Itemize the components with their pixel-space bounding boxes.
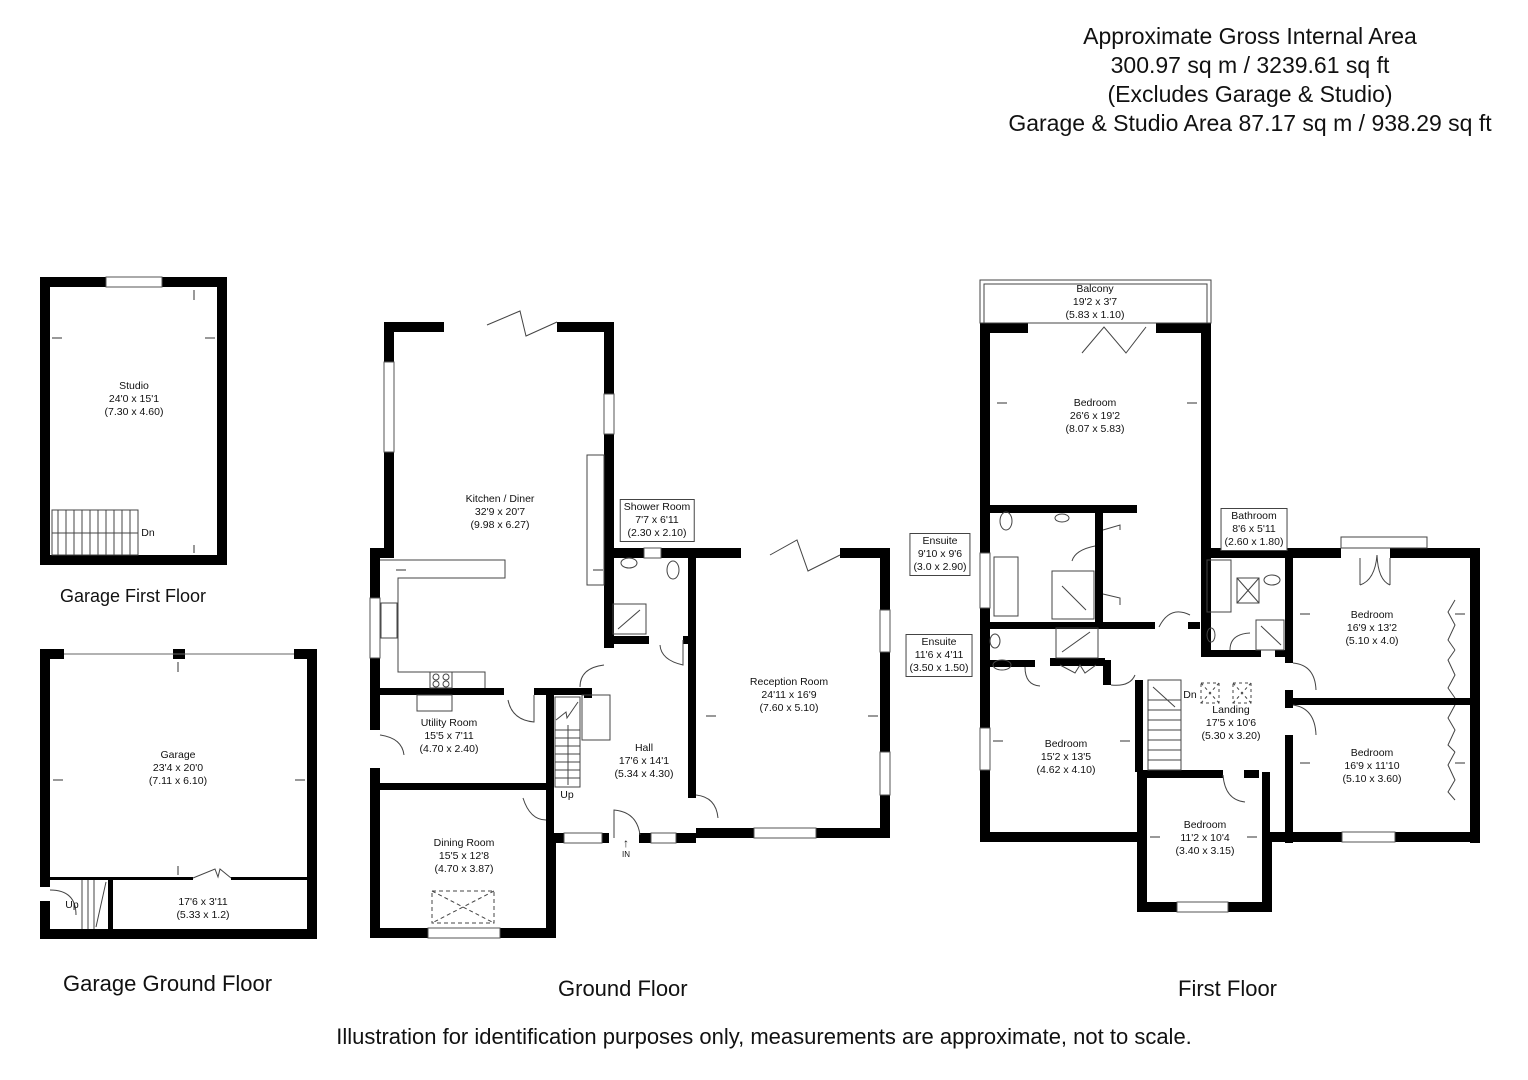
entrance-label: IN xyxy=(622,850,630,859)
stairs-label: Dn xyxy=(1183,689,1197,701)
room-metric: (7.30 x 4.60) xyxy=(104,406,164,418)
room-kitchen-diner: Kitchen / Diner 32'9 x 20'7 (9.98 x 6.27… xyxy=(466,493,535,532)
room-metric: (4.70 x 2.40) xyxy=(419,743,479,755)
room-landing: Landing 17'5 x 10'6 (5.30 x 3.20) xyxy=(1202,704,1261,743)
room-imperial: 15'2 x 13'5 xyxy=(1040,751,1092,763)
stairs-label: Up xyxy=(560,789,574,801)
room-metric: (4.70 x 3.87) xyxy=(434,863,494,875)
room-metric: (3.50 x 1.50) xyxy=(909,662,969,674)
room-name: Shower Room xyxy=(623,501,691,513)
room-imperial: 19'2 x 3'7 xyxy=(1072,296,1118,308)
stairs-label: Dn xyxy=(141,527,155,539)
room-imperial: 15'5 x 12'8 xyxy=(438,850,490,862)
room-name: Landing xyxy=(1212,704,1250,716)
room-name: Ensuite xyxy=(921,636,957,648)
room-name: Utility Room xyxy=(420,717,478,729)
room-imperial: 23'4 x 20'0 xyxy=(152,762,204,774)
room-master-bedroom: Bedroom 26'6 x 19'2 (8.07 x 5.83) xyxy=(1066,397,1125,436)
room-name: Bedroom xyxy=(1350,747,1394,759)
room-name: Bedroom xyxy=(1350,609,1394,621)
room-imperial: 11'2 x 10'4 xyxy=(1180,832,1230,844)
room-metric: (7.11 x 6.10) xyxy=(148,775,208,787)
room-ensuite-1: Ensuite 9'10 x 9'6 (3.0 x 2.90) xyxy=(909,533,971,576)
room-ensuite-2: Ensuite 11'6 x 4'11 (3.50 x 1.50) xyxy=(905,634,973,677)
room-metric: (8.07 x 5.83) xyxy=(1065,423,1125,435)
room-shower-room: Shower Room 7'7 x 6'11 (2.30 x 2.10) xyxy=(619,499,695,542)
room-hall: Hall 17'6 x 14'1 (5.34 x 4.30) xyxy=(615,742,674,781)
room-metric: (5.34 x 4.30) xyxy=(614,768,674,780)
room-bedroom-2: Bedroom 16'9 x 13'2 (5.10 x 4.0) xyxy=(1345,609,1398,648)
room-metric: (9.98 x 6.27) xyxy=(470,519,530,531)
room-name: Reception Room xyxy=(749,676,829,688)
room-metric: (5.10 x 4.0) xyxy=(1345,635,1399,647)
room-balcony: Balcony 19'2 x 3'7 (5.83 x 1.10) xyxy=(1066,283,1125,322)
room-imperial: 26'6 x 19'2 xyxy=(1069,410,1121,422)
area-summary: Approximate Gross Internal Area 300.97 s… xyxy=(960,22,1528,138)
room-imperial: 24'0 x 15'1 xyxy=(108,393,160,405)
room-metric: (5.10 x 3.60) xyxy=(1342,773,1402,785)
room-name: Hall xyxy=(634,742,654,754)
area-exclusion-note: (Excludes Garage & Studio) xyxy=(1107,81,1393,107)
room-metric: (4.62 x 4.10) xyxy=(1036,764,1096,776)
room-name: Bathroom xyxy=(1231,510,1277,522)
room-metric: (2.30 x 2.10) xyxy=(627,527,687,539)
room-name: Bedroom xyxy=(1073,397,1117,409)
area-title: Approximate Gross Internal Area xyxy=(1083,23,1417,49)
room-name: Balcony xyxy=(1076,283,1114,295)
room-name: Dining Room xyxy=(433,837,495,849)
room-imperial: 11'6 x 4'11 xyxy=(914,649,964,661)
room-metric: (3.0 x 2.90) xyxy=(913,561,967,573)
room-metric: (3.40 x 3.15) xyxy=(1175,845,1235,857)
floor-label-ground: Ground Floor xyxy=(558,976,688,1001)
room-bedroom-3: Bedroom 15'2 x 13'5 (4.62 x 4.10) xyxy=(1037,738,1096,777)
room-utility: Utility Room 15'5 x 7'11 (4.70 x 2.40) xyxy=(420,717,479,756)
room-imperial: 17'5 x 10'6 xyxy=(1205,717,1257,729)
area-main: 300.97 sq m / 3239.61 sq ft xyxy=(1110,52,1390,78)
room-name: Bedroom xyxy=(1044,738,1088,750)
room-metric: (2.60 x 1.80) xyxy=(1224,536,1284,548)
area-garage-studio: Garage & Studio Area 87.17 sq m / 938.29… xyxy=(1008,110,1492,136)
room-garage-store: 17'6 x 3'11 (5.33 x 1.2) xyxy=(176,896,229,922)
stairs-label: Up xyxy=(65,899,79,911)
room-metric: (5.30 x 3.20) xyxy=(1201,730,1261,742)
room-studio: Studio 24'0 x 15'1 (7.30 x 4.60) xyxy=(105,380,164,419)
room-imperial: 7'7 x 6'11 xyxy=(635,514,679,526)
room-imperial: 9'10 x 9'6 xyxy=(917,548,963,560)
room-bedroom-5: Bedroom 11'2 x 10'4 (3.40 x 3.15) xyxy=(1176,819,1235,858)
floor-label-garage-first: Garage First Floor xyxy=(60,586,207,606)
room-bedroom-4: Bedroom 16'9 x 11'10 (5.10 x 3.60) xyxy=(1343,747,1402,786)
room-imperial: 32'9 x 20'7 xyxy=(474,506,526,518)
room-metric: (5.83 x 1.10) xyxy=(1065,309,1125,321)
room-name: Bedroom xyxy=(1183,819,1227,831)
room-imperial: 16'9 x 11'10 xyxy=(1344,760,1400,772)
disclaimer: Illustration for identification purposes… xyxy=(336,1024,1192,1049)
room-imperial: 16'9 x 13'2 xyxy=(1346,622,1398,634)
room-imperial: 15'5 x 7'11 xyxy=(424,730,474,742)
room-imperial: 17'6 x 14'1 xyxy=(618,755,670,767)
room-garage: Garage 23'4 x 20'0 (7.11 x 6.10) xyxy=(149,749,207,788)
floor-label-garage-ground: Garage Ground Floor xyxy=(63,971,273,996)
room-bathroom: Bathroom 8'6 x 5'11 (2.60 x 1.80) xyxy=(1220,508,1288,551)
room-imperial: 24'11 x 16'9 xyxy=(761,689,817,701)
room-name: Garage xyxy=(160,749,196,761)
room-metric: (5.33 x 1.2) xyxy=(176,909,230,921)
room-reception: Reception Room 24'11 x 16'9 (7.60 x 5.10… xyxy=(750,676,828,715)
room-name: Ensuite xyxy=(922,535,958,547)
room-metric: (7.60 x 5.10) xyxy=(759,702,819,714)
room-name: Kitchen / Diner xyxy=(465,493,535,505)
room-imperial: 17'6 x 3'11 xyxy=(178,896,228,908)
room-name: Studio xyxy=(119,380,149,392)
entrance-arrow-icon: ↑ xyxy=(623,836,629,850)
room-imperial: 8'6 x 5'11 xyxy=(1232,523,1276,535)
floor-label-first: First Floor xyxy=(1178,976,1277,1001)
room-dining: Dining Room 15'5 x 12'8 (4.70 x 3.87) xyxy=(434,837,495,876)
